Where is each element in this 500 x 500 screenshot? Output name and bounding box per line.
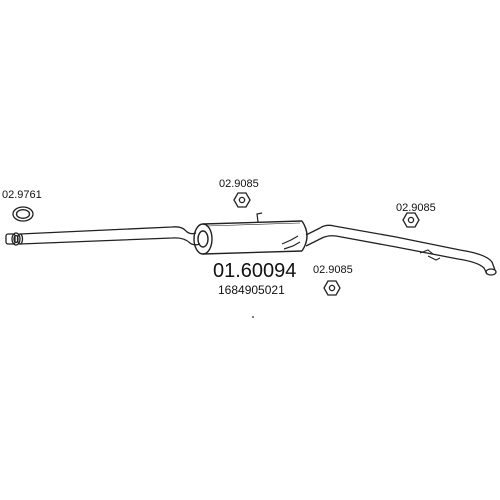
rubber-hanger-icon (402, 212, 420, 228)
part-label-hanger-right: 02.9085 (396, 202, 436, 214)
silencer-box (193, 220, 308, 255)
main-part-number: 01.60094 (213, 260, 296, 282)
dot-mark (252, 316, 254, 318)
rubber-hanger-icon (233, 192, 251, 208)
part-label-hanger-top: 02.9085 (219, 178, 259, 190)
front-pipe (16, 226, 201, 246)
rubber-hanger-icon (323, 280, 341, 296)
part-label-hanger-bottom: 02.9085 (313, 264, 353, 276)
rear-pipe (305, 224, 497, 276)
rear-pipe-hanger (419, 249, 441, 261)
oem-number: 1684905021 (218, 283, 285, 297)
silencer-hanger (256, 212, 301, 250)
part-label-gasket: 02.9761 (2, 189, 42, 201)
gasket-ring-icon (12, 206, 34, 222)
